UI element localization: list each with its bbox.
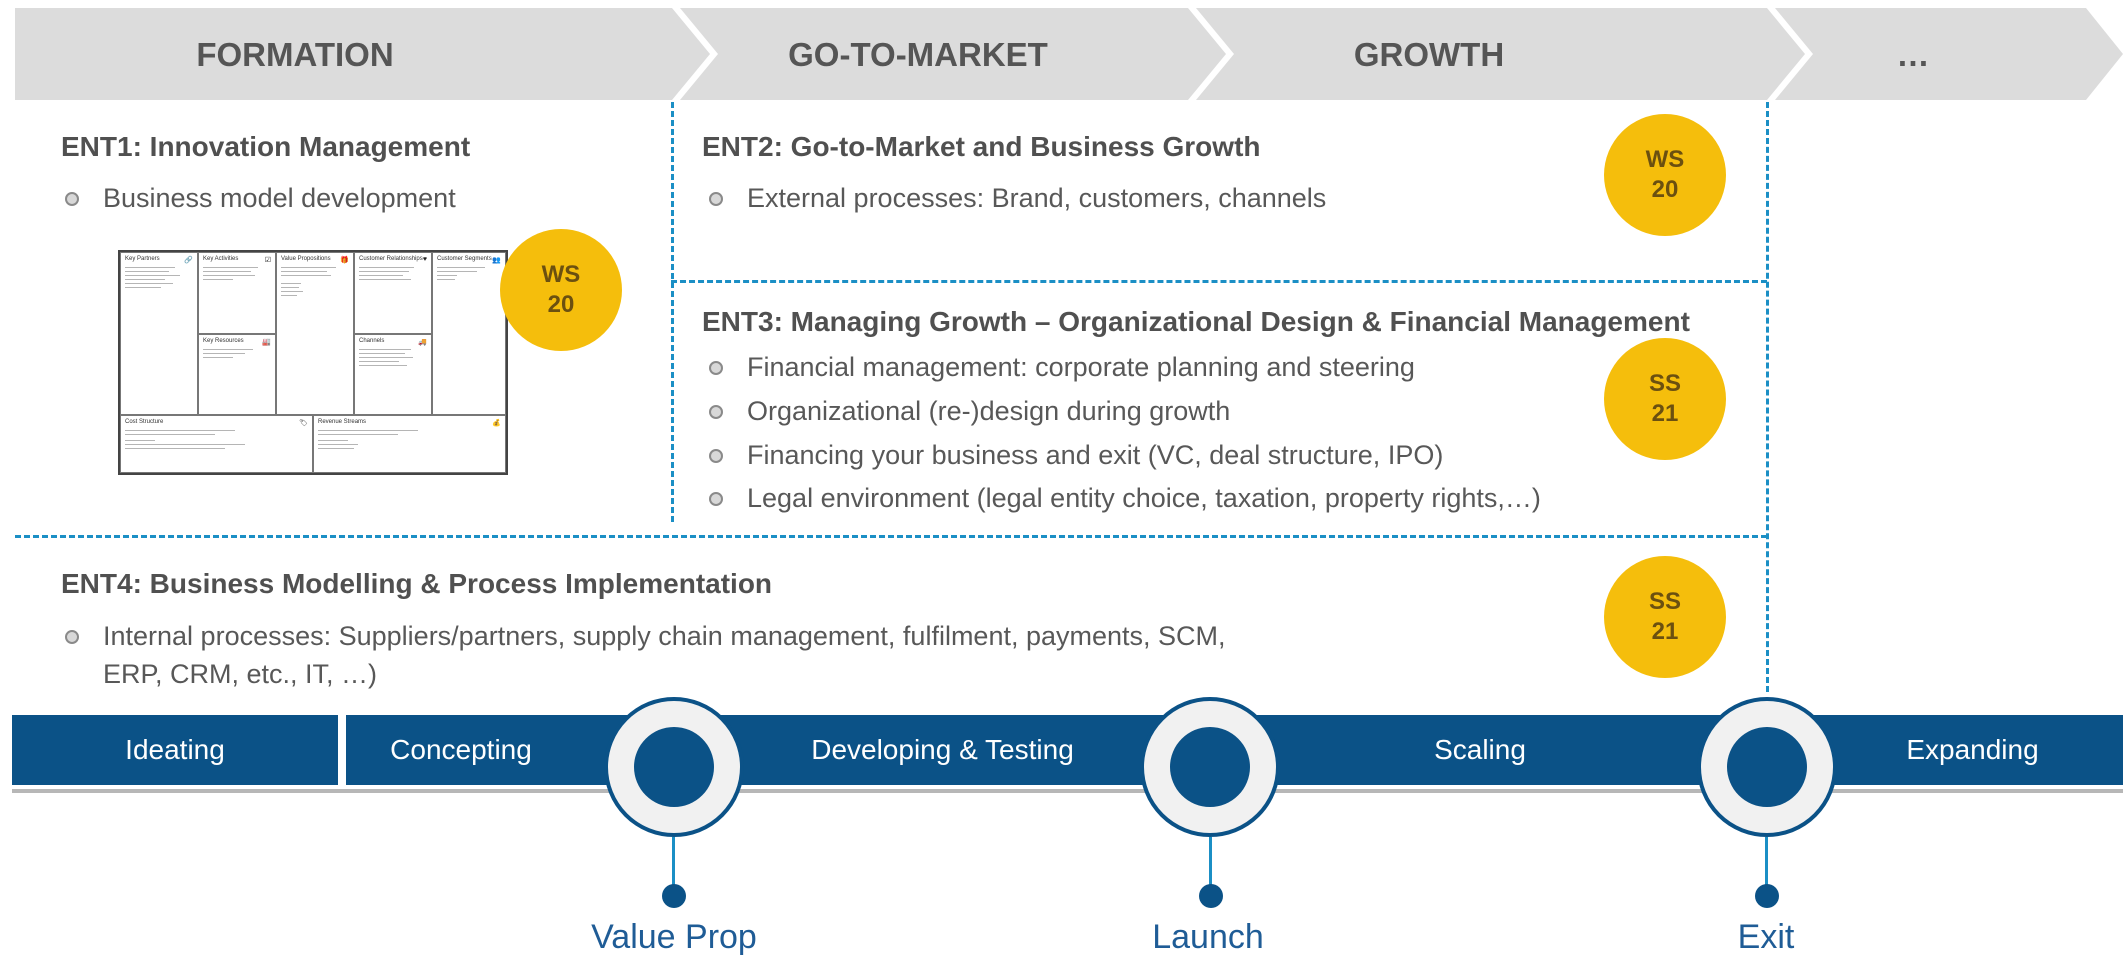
stage-concepting: Concepting [390, 734, 532, 765]
stage-scaling: Scaling [1434, 734, 1526, 765]
bullet-icon [709, 405, 723, 419]
divider-vertical-right [1766, 102, 1769, 692]
stage-bar-ideating [12, 715, 338, 785]
milestone-launch-core [1170, 727, 1250, 807]
milestone-launch-stem [1209, 837, 1212, 895]
canvas-value-propositions: Value Propositions🎁 [276, 252, 354, 415]
milestone-launch-label: Launch [1152, 918, 1264, 956]
milestone-exit-label: Exit [1737, 918, 1795, 956]
milestone-exit-stem [1765, 837, 1768, 895]
bullet-icon [709, 192, 723, 206]
milestone-value-prop-stem [672, 837, 675, 895]
milestone-exit-core [1727, 727, 1807, 807]
phase-formation-chevron [15, 8, 710, 100]
ent4-title: ENT4: Business Modelling & Process Imple… [61, 568, 773, 599]
phase-go-to-market-chevron [680, 8, 1226, 100]
bullet-icon [709, 449, 723, 463]
canvas-revenue-streams: Revenue Streams💰 [313, 415, 506, 473]
stage-ideating: Ideating [125, 734, 225, 765]
stage-bar-underline [12, 789, 2123, 793]
stage-expanding: Expanding [1906, 734, 2039, 765]
canvas-cost-structure: Cost Structure🏷 [120, 415, 313, 473]
canvas-customer-relationships: Customer Relationships♥ [354, 252, 432, 334]
ent3-title: ENT3: Managing Growth – Organizational D… [702, 306, 1690, 337]
bullet-icon [709, 492, 723, 506]
canvas-key-activities: Key Activities☑ [198, 252, 276, 334]
phase-growth-label: GROWTH [1353, 36, 1505, 73]
milestone-exit-dot [1755, 884, 1779, 908]
ent4-bullet-continuation: ERP, CRM, etc., IT, …) [103, 659, 378, 689]
canvas-customer-segments: Customer Segments👥 [432, 252, 506, 415]
divider-ent2-ent3 [671, 280, 1767, 283]
phase-chevrons [15, 8, 2123, 100]
milestone-exit-ring [1697, 697, 1837, 837]
stage-developing-testing: Developing & Testing [811, 734, 1074, 765]
milestone-value-prop-core [634, 727, 714, 807]
divider-vertical-left [671, 102, 674, 522]
milestone-value-prop-dot [662, 884, 686, 908]
ent2-title: ENT2: Go-to-Market and Business Growth [702, 131, 1261, 162]
phase-go-to-market-label: GO-TO-MARKET [788, 36, 1048, 73]
business-model-canvas-image: Key Partners🔗 Key Activities☑ Key Resour… [118, 250, 508, 475]
bullet-icon [65, 630, 79, 644]
divider-ent4-top [15, 535, 1767, 538]
bullet-icon [65, 192, 79, 206]
milestone-value-prop-label: Value Prop [591, 918, 757, 956]
phase-growth-chevron [1196, 8, 1805, 100]
canvas-channels: Channels🚚 [354, 334, 432, 415]
phase-formation-label: FORMATION [196, 36, 394, 73]
phase-more-chevron [1775, 8, 2123, 100]
ent1-title: ENT1: Innovation Management [61, 131, 471, 162]
canvas-key-partners: Key Partners🔗 [120, 252, 198, 415]
phase-more-label: … [1896, 36, 1930, 73]
canvas-key-resources: Key Resources🏭 [198, 334, 276, 415]
bullet-icon [709, 361, 723, 375]
milestone-launch-dot [1199, 884, 1223, 908]
